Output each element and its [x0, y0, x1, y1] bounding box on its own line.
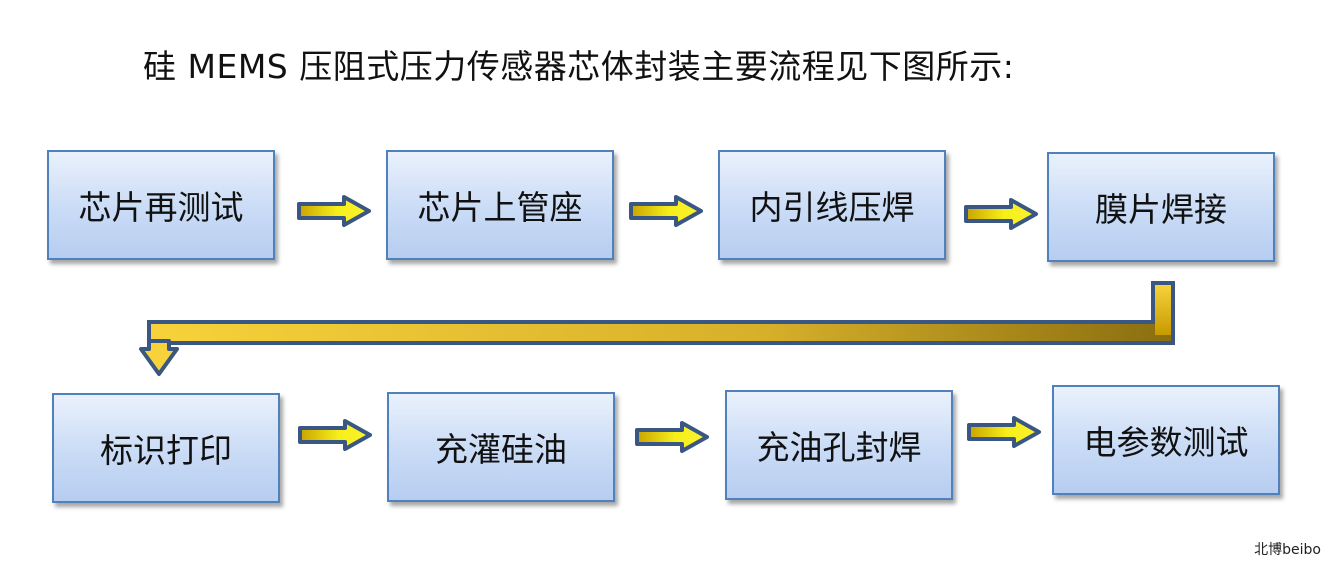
flow-arrow-icon — [298, 419, 372, 451]
step-electrical-test: 电参数测试 — [1052, 385, 1280, 495]
flow-arrow-icon — [964, 198, 1038, 230]
flow-arrow-icon — [297, 195, 371, 227]
flow-arrow-icon — [967, 416, 1041, 448]
step-label-printing: 标识打印 — [52, 393, 280, 503]
step-silicone-oil-filling: 充灌硅油 — [387, 392, 615, 502]
step-oil-hole-sealing: 充油孔封焊 — [725, 390, 953, 500]
step-wire-bonding: 内引线压焊 — [718, 150, 946, 260]
page-title: 硅 MEMS 压阻式压力传感器芯体封装主要流程见下图所示: — [143, 47, 1015, 86]
watermark-text: 北博beibo — [1254, 542, 1321, 558]
step-chip-mount-header: 芯片上管座 — [386, 150, 614, 260]
step-diaphragm-welding: 膜片焊接 — [1047, 152, 1275, 262]
step-chip-retest: 芯片再测试 — [47, 150, 275, 260]
flow-arrow-icon — [635, 421, 709, 453]
flow-arrow-icon — [629, 195, 703, 227]
